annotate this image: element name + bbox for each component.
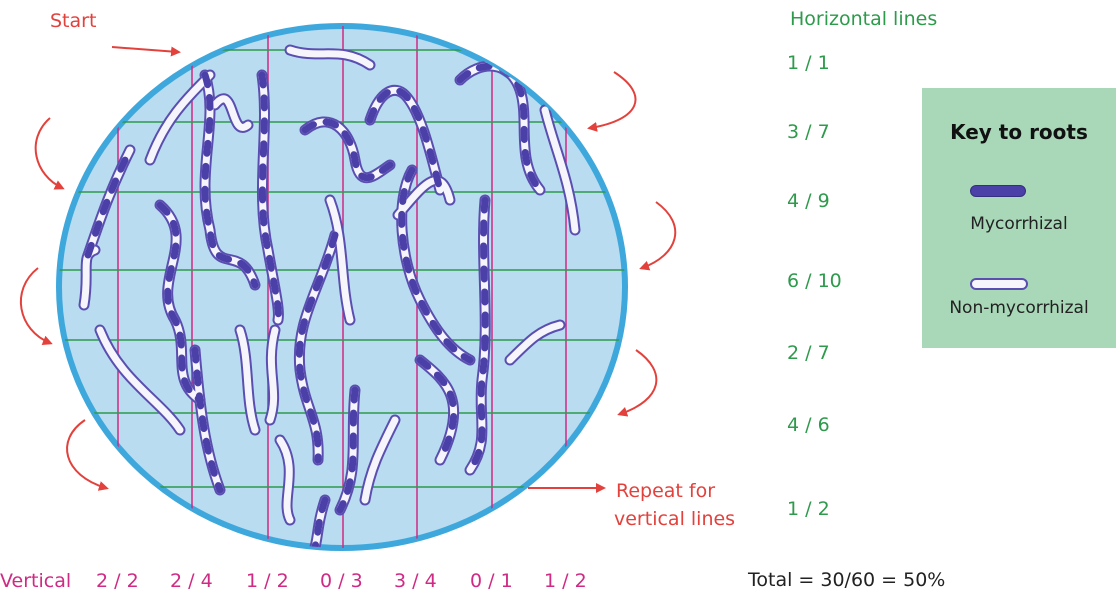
repeat-label-line2: vertical lines <box>614 508 736 530</box>
start-label: Start <box>50 10 97 32</box>
repeat-label: Repeat for <box>616 480 716 502</box>
arrow-left-2 <box>20 267 53 345</box>
vertical-count-2: 2 / 4 <box>170 570 213 592</box>
total-label: Total = 30/60 = 50% <box>748 569 946 591</box>
key-to-roots: Key to roots Mycorrhizal Non-mycorrhizal <box>922 88 1116 348</box>
arrow-right-1 <box>587 71 637 132</box>
horizontal-lines-title: Horizontal lines <box>790 8 938 30</box>
horizontal-count-6: 4 / 6 <box>787 414 830 436</box>
direction-arrows <box>20 46 677 493</box>
vertical-count-7: 1 / 2 <box>544 570 587 592</box>
roots <box>78 44 581 548</box>
non-mycorrhizal-swatch-icon <box>970 278 1028 290</box>
vertical-count-6: 0 / 1 <box>470 570 513 592</box>
non-mycorrhizal-label: Non-mycorrhizal <box>949 298 1089 318</box>
arrow-left-3 <box>66 419 109 491</box>
horizontal-count-3: 4 / 9 <box>787 190 830 212</box>
vertical-count-1: 2 / 2 <box>96 570 139 592</box>
arrow-right-2 <box>639 201 677 271</box>
mycorrhizal-swatch-icon <box>970 185 1026 197</box>
key-title: Key to roots <box>950 120 1088 144</box>
mycorrhizal-label: Mycorrhizal <box>970 214 1068 234</box>
vertical-label: Vertical <box>0 570 72 592</box>
vertical-count-3: 1 / 2 <box>246 570 289 592</box>
vertical-count-5: 3 / 4 <box>394 570 437 592</box>
horizontal-count-5: 2 / 7 <box>787 342 830 364</box>
arrow-left-1 <box>34 117 65 190</box>
horizontal-count-7: 1 / 2 <box>787 498 830 520</box>
horizontal-count-1: 1 / 1 <box>787 52 830 74</box>
start-arrow <box>111 46 181 57</box>
horizontal-count-2: 3 / 7 <box>787 121 830 143</box>
horizontal-count-4: 6 / 10 <box>787 270 842 292</box>
vertical-count-4: 0 / 3 <box>320 570 363 592</box>
arrow-right-3 <box>617 349 658 417</box>
